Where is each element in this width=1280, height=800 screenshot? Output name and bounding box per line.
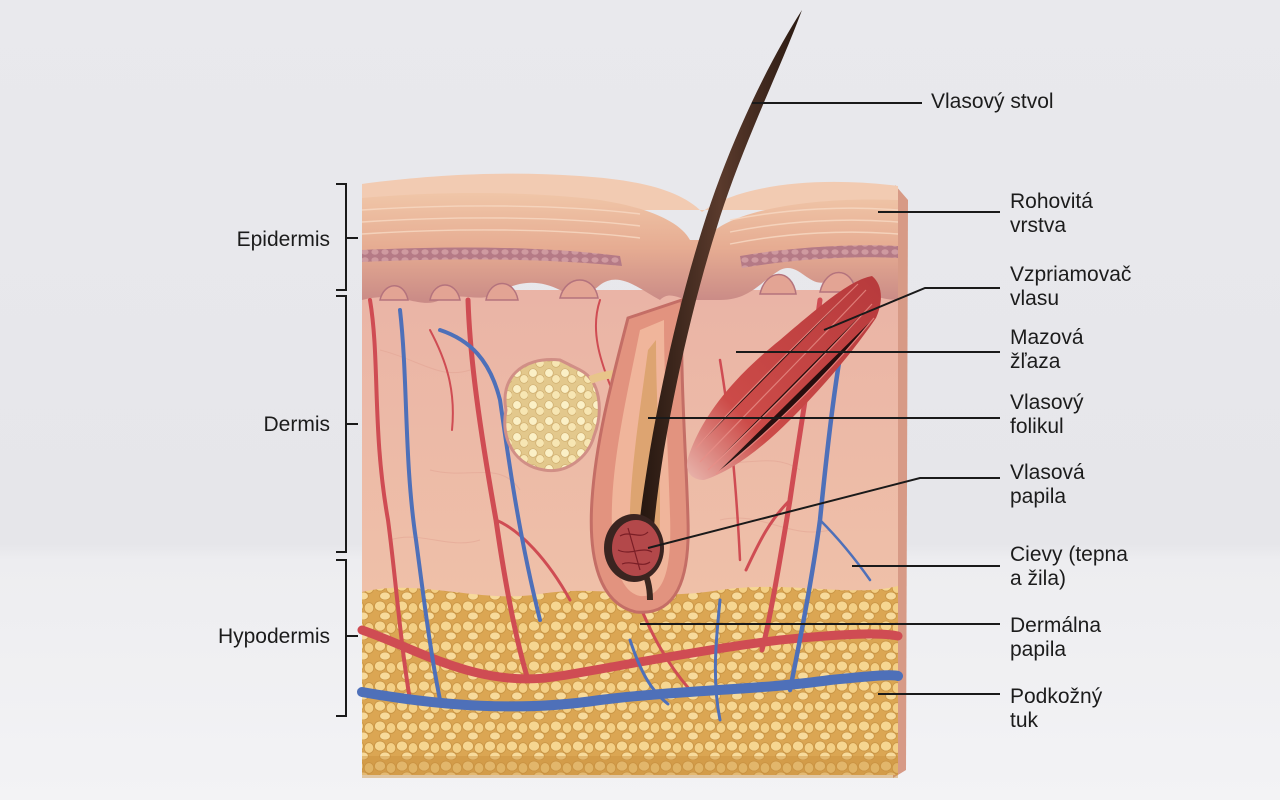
label-sebaceous-gland-line1: Mazová xyxy=(1010,326,1084,349)
label-dermal-papilla-line2: papila xyxy=(1010,638,1067,661)
label-sebaceous-gland: Mazová žľaza xyxy=(1010,326,1084,374)
label-epidermis-text: Epidermis xyxy=(236,228,330,251)
label-subcutaneous-fat-line1: Podkožný xyxy=(1010,685,1103,708)
label-blood-vessels-line1: Cievy (tepna xyxy=(1010,543,1128,566)
label-stratum-corneum-line2: vrstva xyxy=(1010,214,1067,237)
label-hair-papilla-line2: papila xyxy=(1010,485,1067,508)
label-sebaceous-gland-line2: žľaza xyxy=(1010,350,1061,373)
label-hair-follicle-line1: Vlasový xyxy=(1010,391,1084,414)
label-hair-papilla: Vlasová papila xyxy=(1010,461,1085,509)
label-dermal-papilla: Dermálna papila xyxy=(1010,614,1101,662)
label-stratum-corneum-line1: Rohovitá xyxy=(1010,190,1093,213)
label-blood-vessels-line2: a žila) xyxy=(1010,567,1067,590)
layer-brackets xyxy=(336,183,358,717)
epidermis-bracket xyxy=(336,183,358,291)
label-hypodermis: Hypodermis xyxy=(218,625,330,649)
label-dermal-papilla-line1: Dermálna xyxy=(1010,614,1102,637)
hair-papilla xyxy=(604,514,664,582)
label-hair-shaft: Vlasový stvol xyxy=(931,90,1054,114)
label-hair-follicle: Vlasový folikul xyxy=(1010,391,1084,439)
hypodermis-bracket xyxy=(336,559,358,717)
label-hair-follicle-line2: folikul xyxy=(1010,415,1064,438)
leader-lines xyxy=(640,102,1000,695)
blood-vessels xyxy=(357,297,903,722)
label-hair-papilla-line1: Vlasová xyxy=(1010,461,1085,484)
label-subcutaneous-fat-line2: tuk xyxy=(1010,709,1039,732)
dermis-bracket xyxy=(336,295,358,553)
label-arrector-pili-line1: Vzpriamovač xyxy=(1010,263,1132,286)
label-stratum-corneum: Rohovitá vrstva xyxy=(1010,190,1093,238)
label-epidermis: Epidermis xyxy=(237,228,330,252)
label-hair-shaft-line1: Vlasový stvol xyxy=(931,90,1054,113)
label-dermis: Dermis xyxy=(264,413,331,437)
label-hypodermis-text: Hypodermis xyxy=(217,625,330,648)
label-blood-vessels: Cievy (tepna a žila) xyxy=(1010,543,1128,591)
label-arrector-pili-line2: vlasu xyxy=(1010,287,1060,310)
label-subcutaneous-fat: Podkožný tuk xyxy=(1010,685,1102,733)
label-arrector-pili: Vzpriamovač vlasu xyxy=(1010,263,1131,311)
epidermis-layer xyxy=(361,173,899,303)
label-dermis-text: Dermis xyxy=(263,413,331,436)
